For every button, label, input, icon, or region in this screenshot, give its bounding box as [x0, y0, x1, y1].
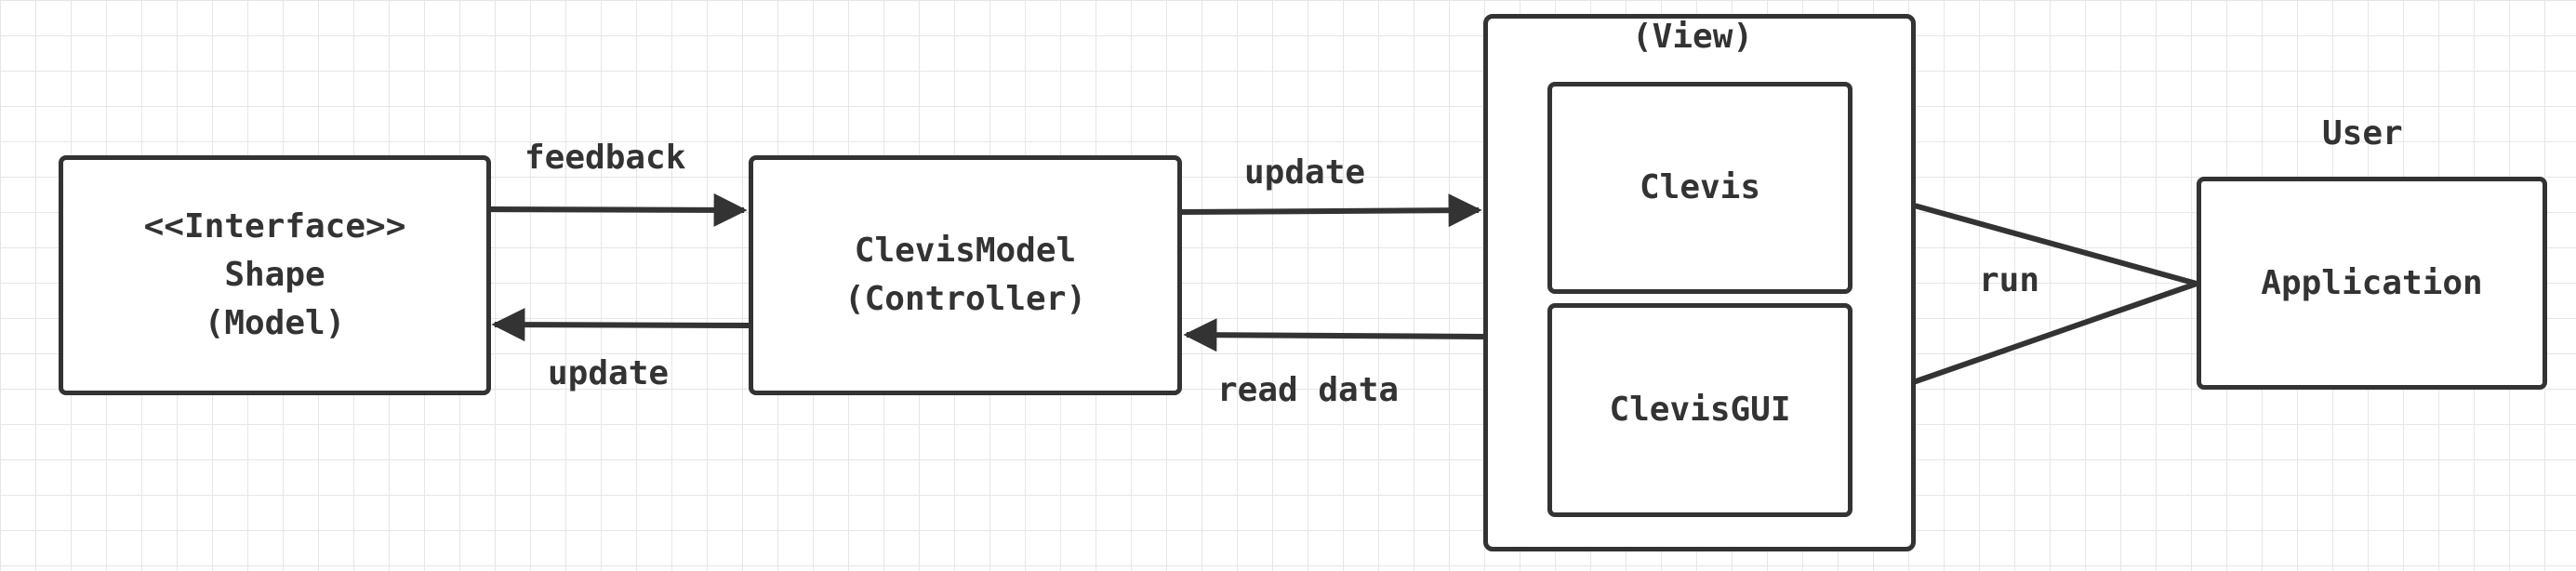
model-role: (Model)	[204, 304, 346, 342]
read-data-label: read data	[1217, 371, 1400, 409]
model-stereotype: <<Interface>>	[143, 207, 406, 246]
application-box: Application	[2197, 177, 2547, 390]
view-title: (View)	[1632, 18, 1754, 56]
feedback-label: feedback	[524, 139, 686, 177]
feedback-arrow	[487, 193, 748, 227]
update-to-view-arrow	[1178, 193, 1482, 228]
clevis-name: Clevis	[1639, 168, 1761, 206]
user-label: User	[2322, 114, 2403, 153]
controller-name: ClevisModel	[854, 232, 1077, 270]
model-name: Shape	[224, 256, 325, 294]
controller-role: (Controller)	[843, 280, 1087, 318]
clevis-gui-name: ClevisGUI	[1609, 391, 1791, 429]
update-to-view-label: update	[1244, 153, 1366, 192]
clevis-gui-box: ClevisGUI	[1547, 303, 1852, 517]
update-to-model-label: update	[548, 354, 670, 392]
application-name: Application	[2261, 263, 2483, 302]
run-label: run	[1979, 261, 2040, 299]
read-data-arrow	[1183, 318, 1485, 352]
clevis-box: Clevis	[1547, 82, 1852, 294]
controller-box: ClevisModel (Controller)	[749, 155, 1182, 395]
model-box: <<Interface>> Shape (Model)	[59, 155, 491, 395]
